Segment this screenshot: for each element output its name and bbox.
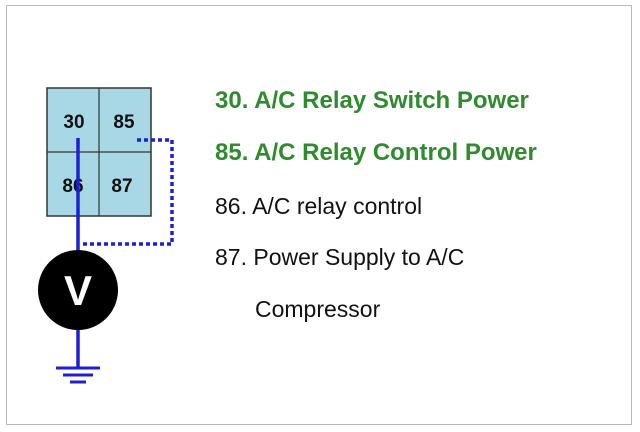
pin-87-label: 87 [111,176,132,197]
pin-86-label: 86 [62,176,83,197]
pin-30-label: 30 [63,112,84,133]
ground-icon [56,366,100,384]
voltmeter-icon [38,250,118,330]
legend-pin-86: 86. A/C relay control [215,193,423,219]
legend-pin-87: 87. Power Supply to A/C [215,244,465,270]
voltmeter-symbol: V [64,267,92,314]
pin-85-label: 85 [113,112,135,133]
jumper-wire-pin-85 [80,138,174,246]
legend-pin-85: 85. A/C Relay Control Power [215,139,537,166]
legend-pin-87-continuation: Compressor [255,296,381,322]
legend-pin-30: 30. A/C Relay Switch Power [215,87,529,114]
